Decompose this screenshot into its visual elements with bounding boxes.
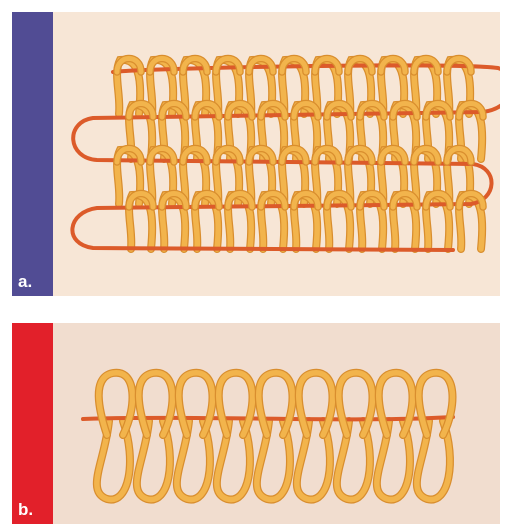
loop-row-illustration (53, 323, 500, 524)
panel-b-label: b. (18, 500, 33, 520)
panel-a-label: a. (18, 272, 32, 292)
loop-row-drawing (53, 323, 500, 524)
panel-a-color-bar: a. (12, 12, 53, 296)
knit-structure-illustration (53, 12, 500, 296)
panel-a: a. (12, 12, 500, 296)
panel-b-color-bar: b. (12, 323, 53, 524)
knit-structure-drawing (53, 12, 500, 296)
panel-b: b. (12, 323, 500, 524)
